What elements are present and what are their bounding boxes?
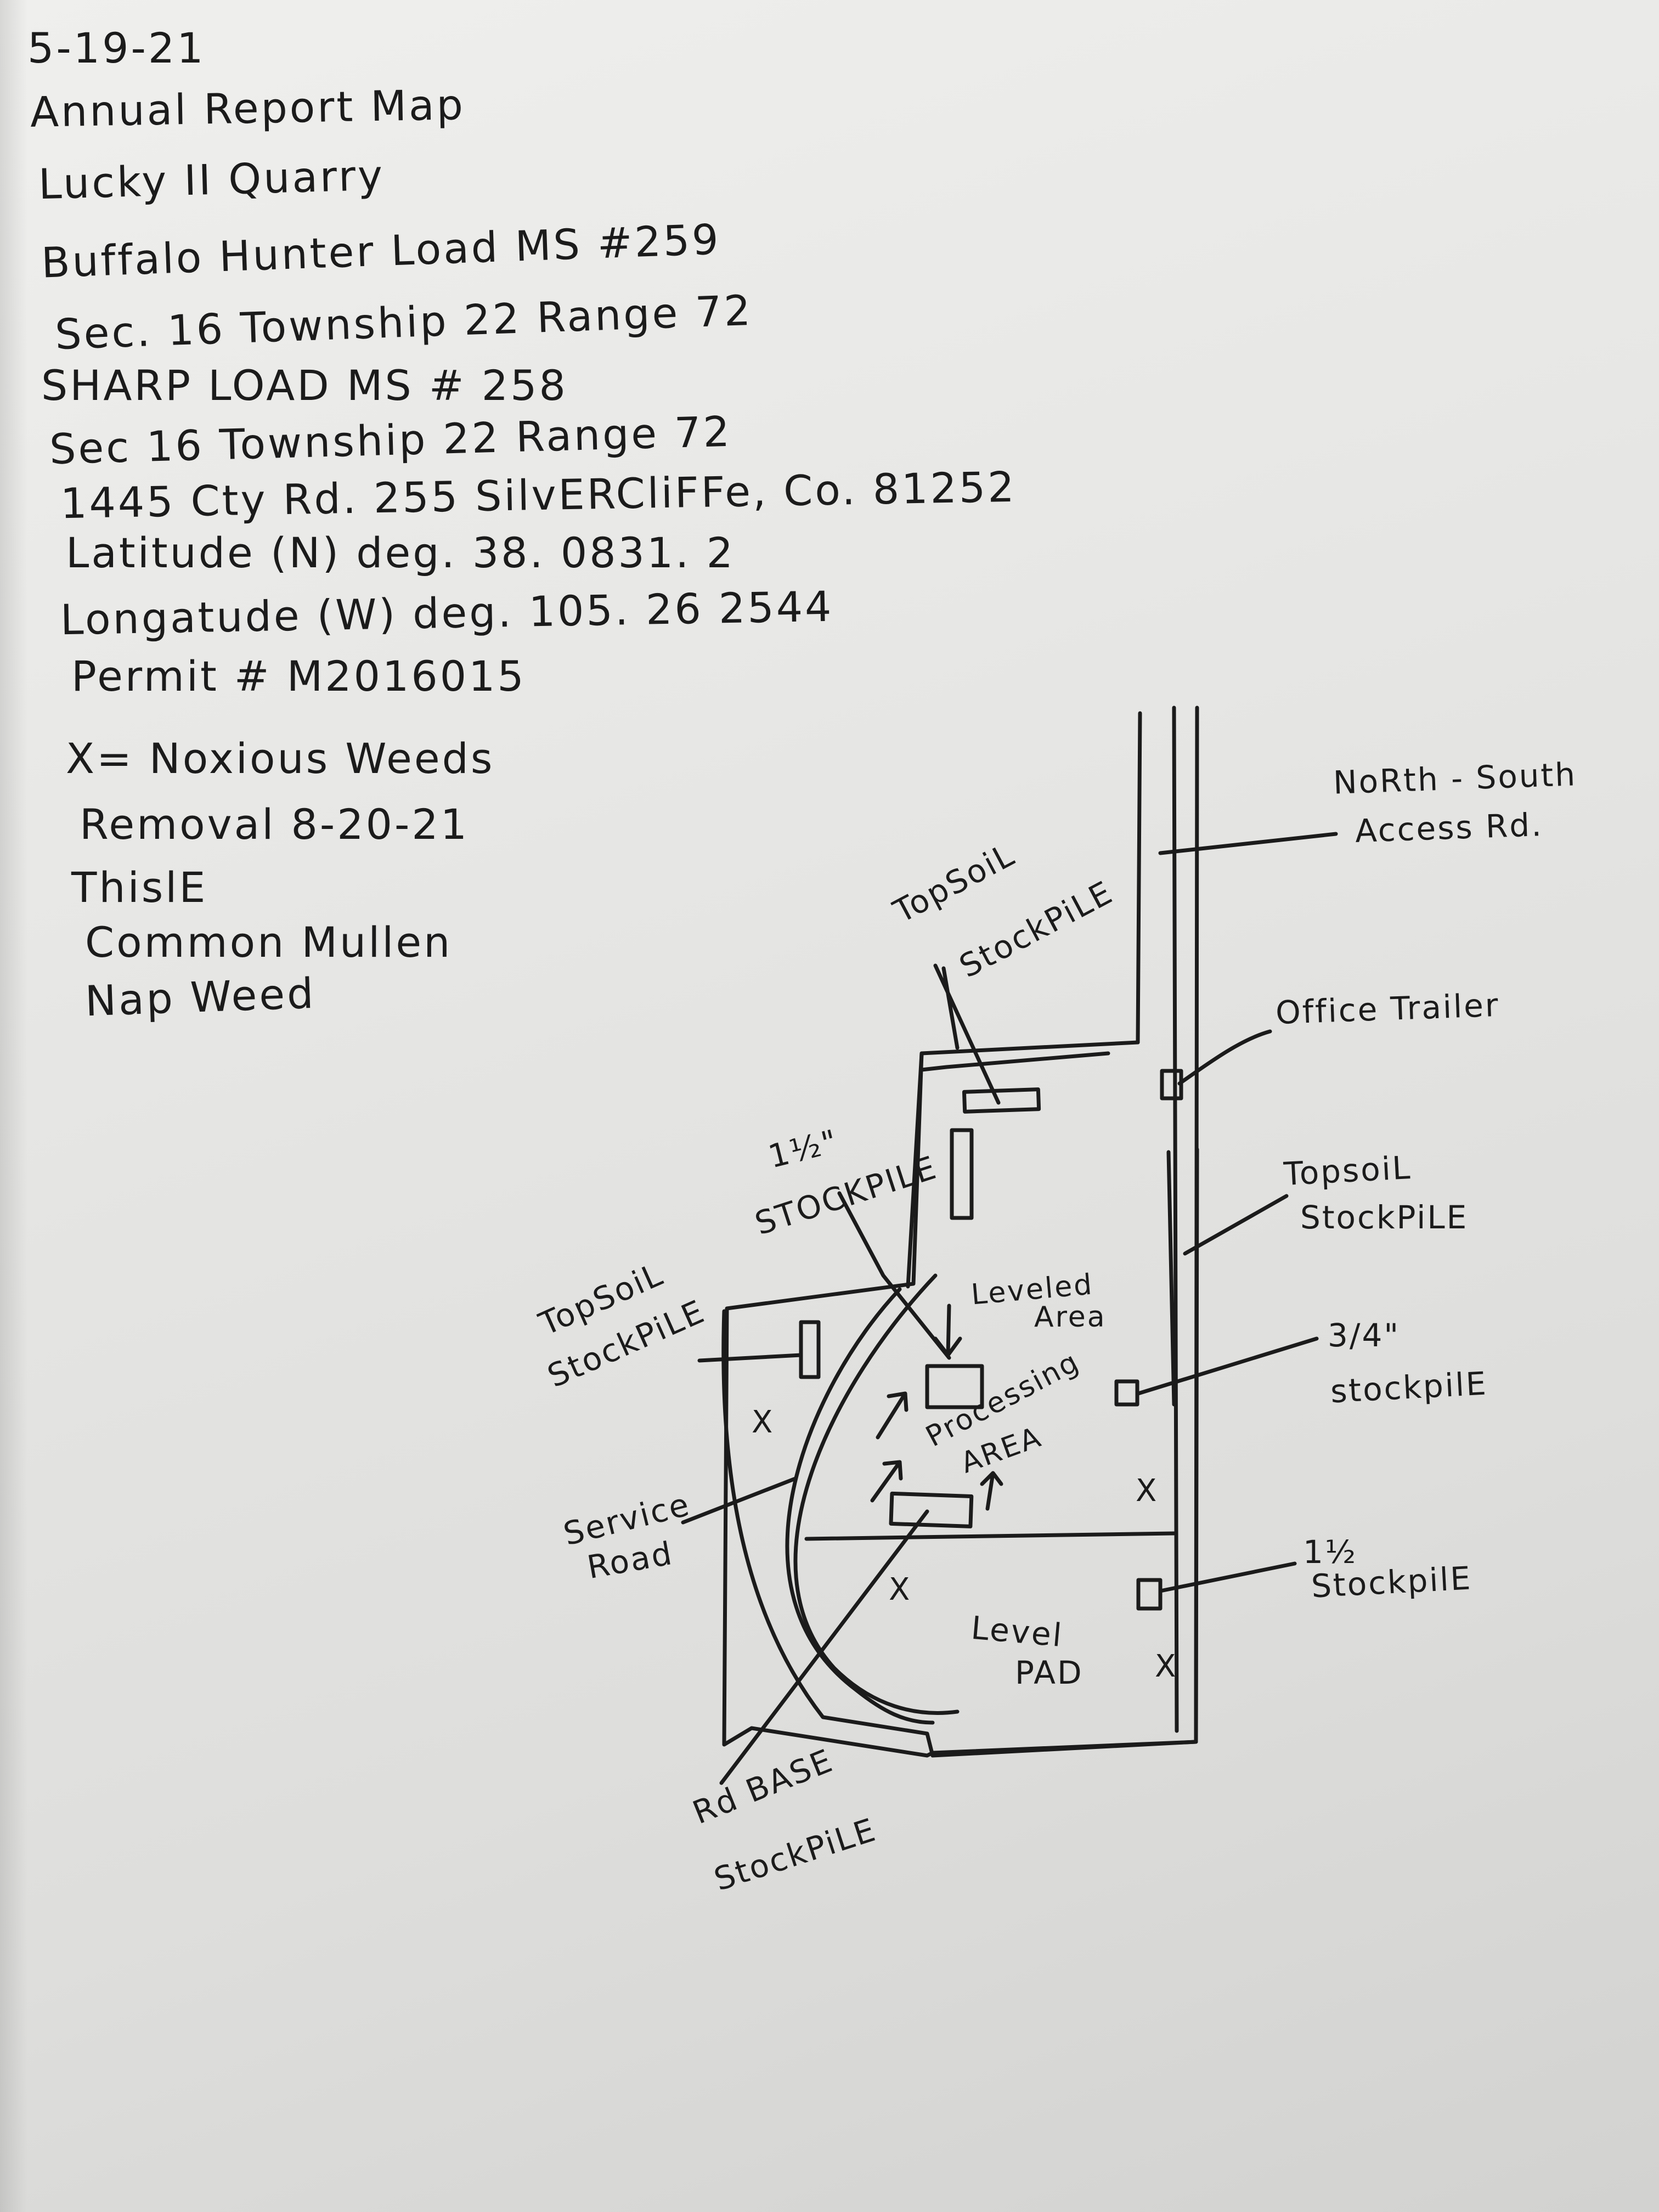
label-level: Level bbox=[969, 1609, 1065, 1655]
access-road-east-edge bbox=[1172, 706, 1179, 1733]
site-outer-boundary bbox=[721, 1051, 1199, 1758]
arrow-processing-2 bbox=[870, 1460, 903, 1503]
label-access-road: Access Rd. bbox=[1354, 806, 1544, 850]
arrow-processing-1 bbox=[876, 1391, 909, 1440]
arrow-leveled-area bbox=[933, 1304, 962, 1357]
stockpile-3-4-pile bbox=[1114, 1379, 1139, 1407]
stockpile-1-5-pile bbox=[1136, 1578, 1163, 1611]
label-office-trailer: Office Trailer bbox=[1274, 986, 1500, 1032]
arrow-processing-3 bbox=[980, 1471, 1003, 1511]
stockpile-1-5in-pile bbox=[950, 1128, 974, 1220]
rd-base-pile bbox=[889, 1491, 974, 1528]
site-west-boundary bbox=[919, 1051, 1110, 1072]
permit-number: Permit # M2016015 bbox=[71, 652, 526, 701]
claim-2-name: SHARP LOAD MS # 258 bbox=[41, 361, 568, 410]
label-topsoil-right: TopsoiL bbox=[1283, 1148, 1413, 1193]
label-3-4-in: 3/4" bbox=[1328, 1317, 1401, 1354]
leader-3-4-stockpile bbox=[1136, 1336, 1319, 1396]
label-topsoil-right-stockpile: StockPiLE bbox=[1300, 1199, 1469, 1236]
label-leveled-area: Area bbox=[1034, 1301, 1107, 1334]
weed-mark-east: X bbox=[1136, 1473, 1159, 1509]
weed-mark-west: X bbox=[752, 1404, 775, 1440]
leader-north-south-road bbox=[1158, 832, 1338, 855]
weed-mark-pad-east: X bbox=[1155, 1649, 1178, 1684]
access-road-west-edge bbox=[1136, 711, 1142, 1045]
leader-topsoil-left bbox=[697, 1353, 803, 1363]
legend-key: X= Noxious Weeds bbox=[66, 734, 495, 783]
level-pad-divider bbox=[804, 1531, 1176, 1541]
topsoil-top-pile bbox=[962, 1087, 1041, 1114]
weed-mark-pad-west: X bbox=[889, 1572, 912, 1607]
latitude: Latitude (N) deg. 38. 0831. 2 bbox=[66, 528, 735, 577]
label-1-5-stockpile: StockpilE bbox=[1310, 1559, 1473, 1605]
leader-1-5-stockpile bbox=[1158, 1561, 1297, 1593]
service-road-inner bbox=[793, 1273, 960, 1715]
leader-stockpile-1-5in bbox=[837, 1191, 951, 1360]
service-road-outer bbox=[785, 1287, 935, 1725]
leader-service-road bbox=[681, 1476, 798, 1525]
weed-thistle: ThislE bbox=[71, 863, 208, 912]
leader-office-trailer bbox=[1177, 1029, 1272, 1086]
label-north-south-road: NoRth - South bbox=[1332, 755, 1578, 802]
report-date: 5-19-21 bbox=[27, 24, 206, 72]
topsoil-left-pile bbox=[799, 1320, 821, 1379]
label-3-4-stockpile: stockpilE bbox=[1329, 1364, 1489, 1410]
label-level-pad: PAD bbox=[1015, 1654, 1084, 1691]
legend-removal-date: Removal 8-20-21 bbox=[80, 800, 470, 849]
weed-common-mullen: Common Mullen bbox=[85, 918, 453, 967]
leader-topsoil-right bbox=[1183, 1194, 1289, 1256]
leveled-area-pile bbox=[925, 1364, 984, 1409]
access-road-gap-segment bbox=[1166, 1150, 1176, 1407]
label-1-5: 1½ bbox=[1303, 1533, 1358, 1571]
leader-rd-base bbox=[719, 1509, 929, 1785]
leader-topsoil-top bbox=[933, 963, 1001, 1105]
